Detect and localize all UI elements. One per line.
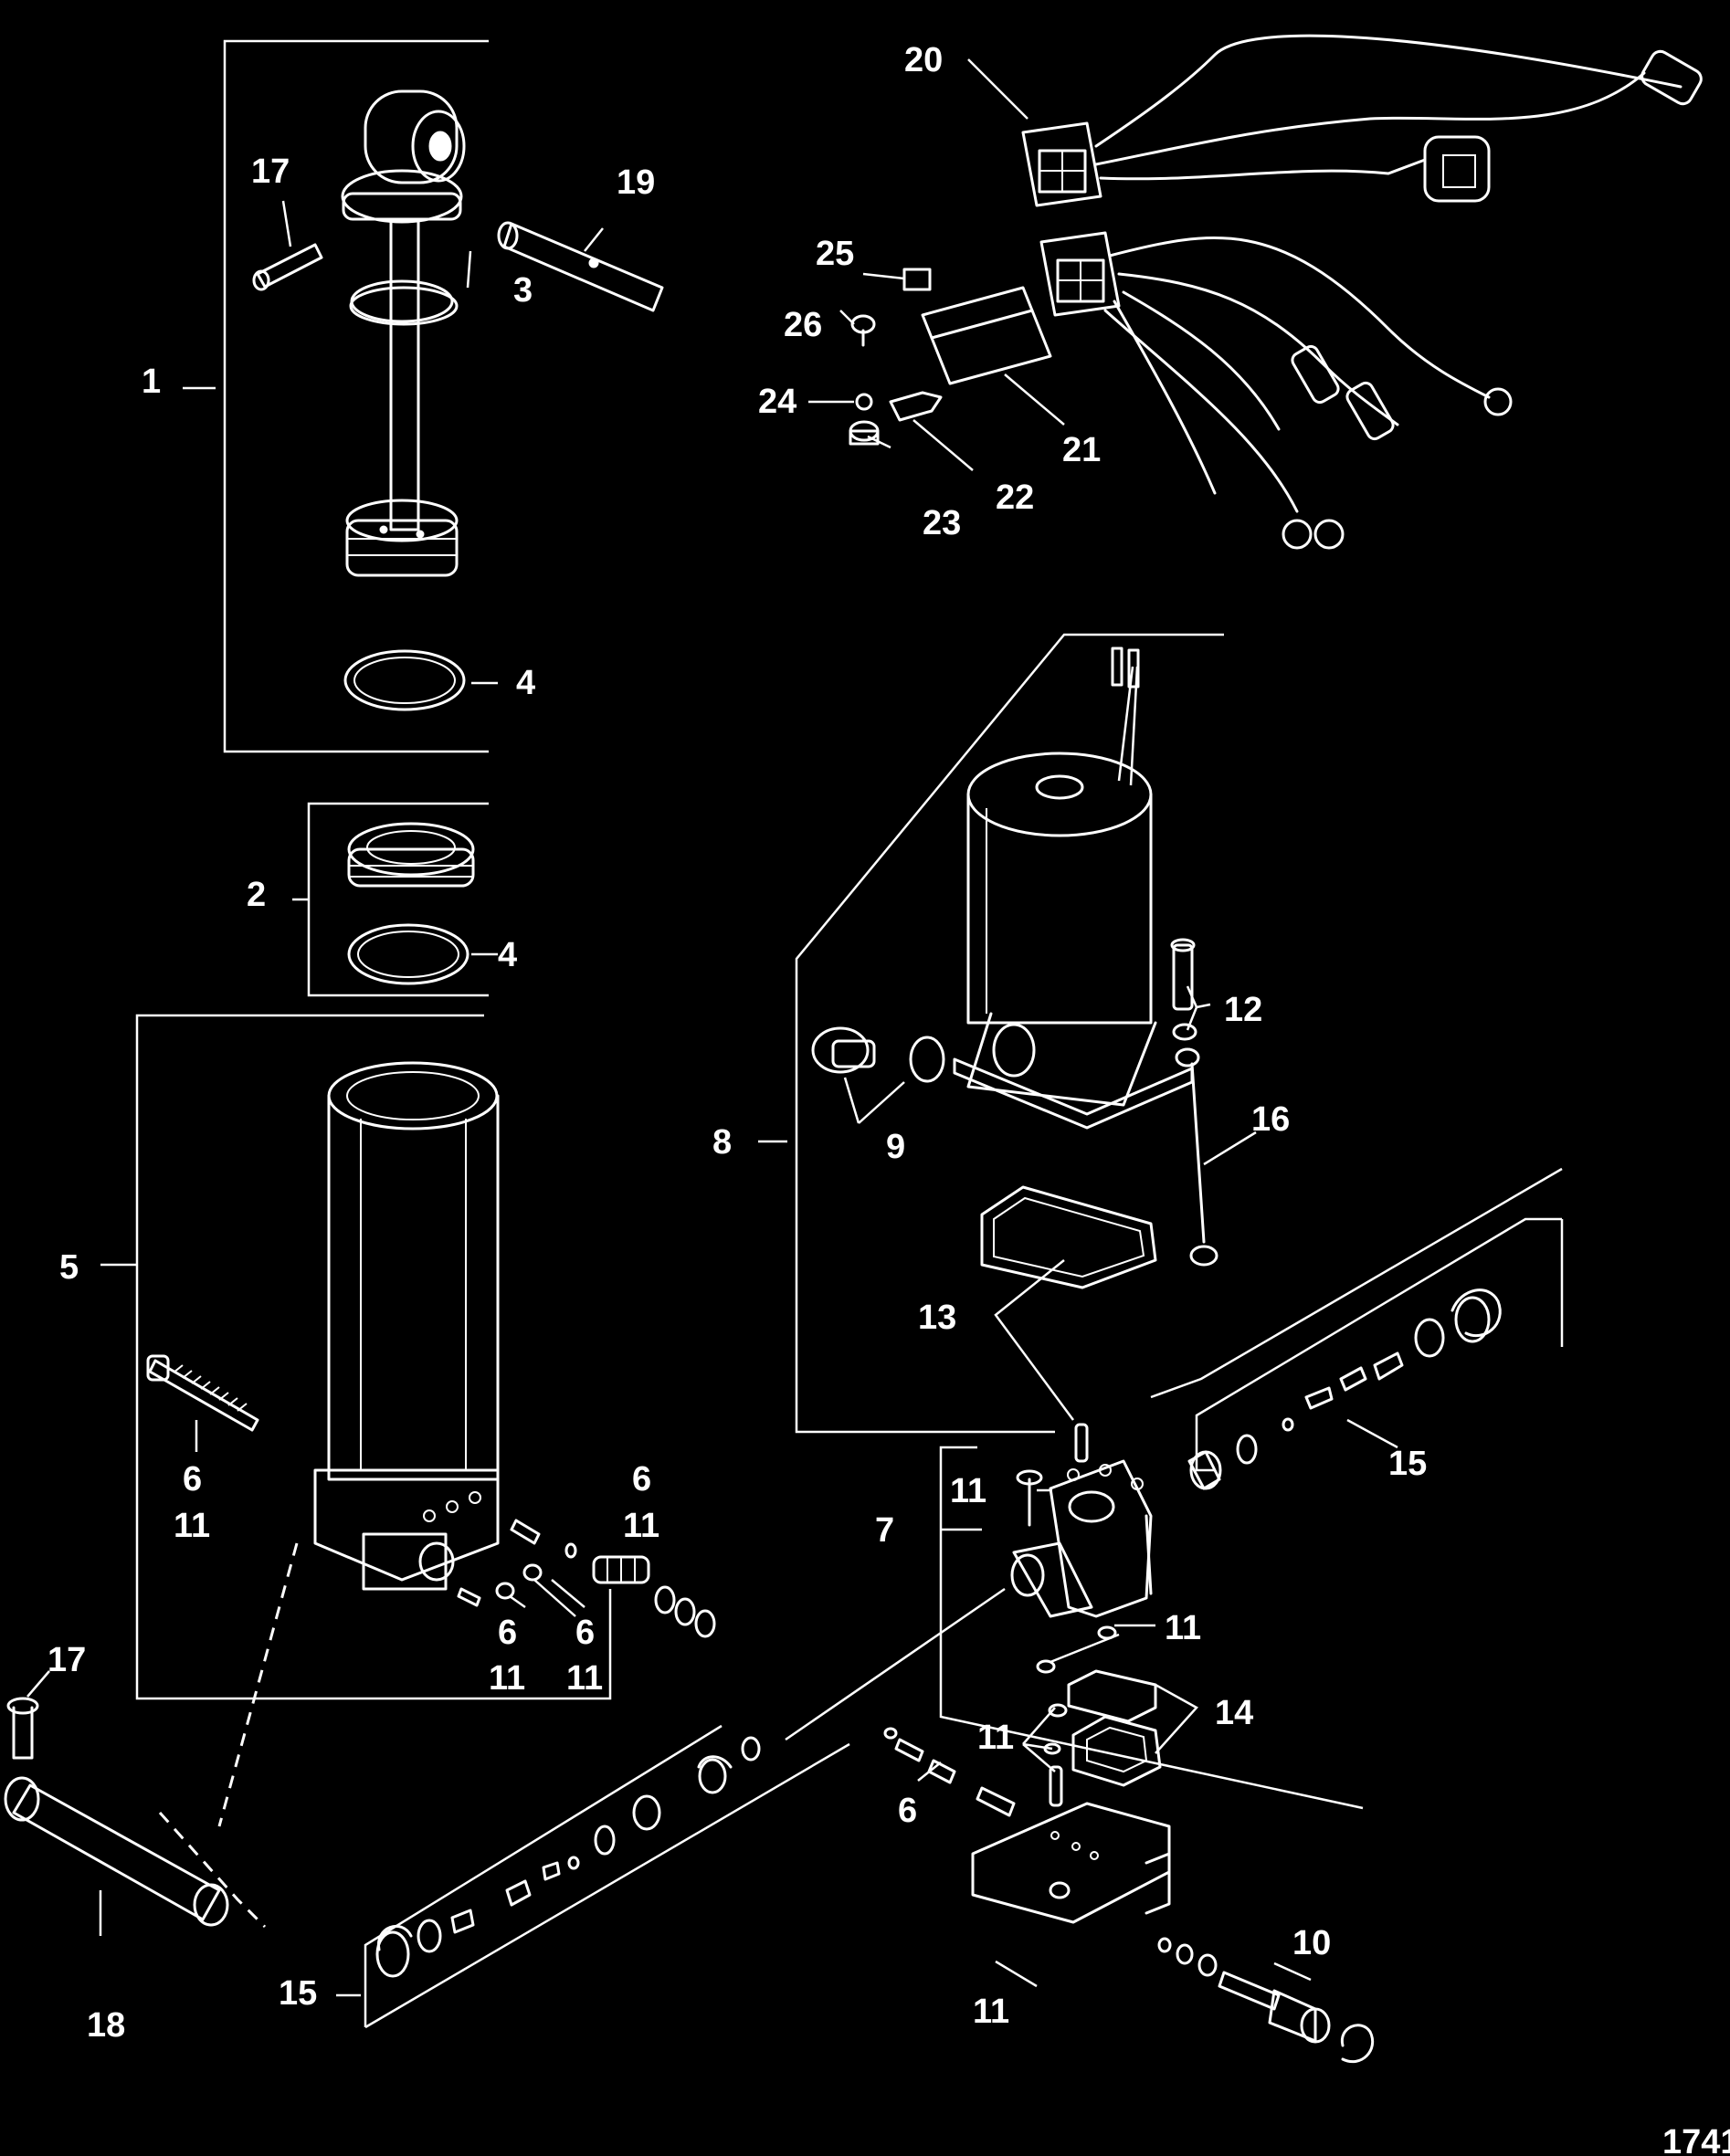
- valve-parts-6-pump: [883, 1727, 1016, 1817]
- o-rings-11: [1036, 1625, 1117, 1674]
- o-ring-3: [349, 286, 459, 326]
- callout-11-pump-small: 11: [977, 1719, 1014, 1757]
- callout-5: 5: [59, 1248, 79, 1287]
- valve-strip-15-left: [364, 1587, 1006, 2029]
- gasket-13: [980, 1185, 1157, 1289]
- screw-26: [850, 314, 876, 347]
- callout-11-bolt: 11: [174, 1507, 210, 1545]
- seals-14: [1067, 1669, 1162, 1787]
- callout-8: 8: [712, 1123, 732, 1162]
- callout-1: 1: [142, 363, 161, 401]
- callout-19: 19: [617, 163, 655, 202]
- callout-6-lower-b: 6: [575, 1614, 595, 1652]
- o-ring-4-upper: [343, 649, 466, 711]
- trim-rod-assembly: [341, 89, 466, 577]
- callout-11-lower-b: 11: [566, 1659, 603, 1698]
- callout-13: 13: [918, 1299, 956, 1337]
- callout-7: 7: [875, 1511, 894, 1550]
- sticker-25: [902, 268, 932, 291]
- pivot-pin-18: [4, 1776, 229, 1927]
- assembly-path-dashed: [217, 1542, 299, 1827]
- callout-6-valve: 6: [632, 1460, 651, 1499]
- callout-17-upper: 17: [251, 152, 290, 191]
- reservoir-plate: [971, 1802, 1171, 1924]
- callout-20: 20: [904, 41, 943, 79]
- o-ring-4-lower: [347, 923, 469, 985]
- pivot-pin-19: [497, 221, 664, 312]
- screw-11-pump: [1016, 1469, 1043, 1527]
- callout-2: 2: [247, 876, 266, 914]
- callout-21: 21: [1062, 431, 1101, 469]
- callout-labels: 1 2 3 4 4 5 6 11 6 11 6 11 6 11 6 7 8 9 …: [47, 41, 1730, 2156]
- callout-11-plate: 11: [973, 1993, 1009, 2031]
- lockwasher-24: [855, 393, 873, 411]
- callout-11-valve: 11: [623, 1507, 659, 1545]
- callout-14: 14: [1215, 1694, 1253, 1732]
- callout-15-left: 15: [279, 1974, 317, 2013]
- pump-motor-8: [953, 647, 1194, 1130]
- callout-23: 23: [923, 504, 961, 542]
- callout-10: 10: [1292, 1924, 1331, 1962]
- ground-strap-16: [1175, 1047, 1218, 1267]
- callout-16: 16: [1251, 1100, 1290, 1139]
- bolt-6-cylinder: [146, 1354, 259, 1432]
- relay-21: [921, 286, 1052, 385]
- callout-6-bolt: 6: [183, 1460, 202, 1499]
- callout-11-lower-a: 11: [489, 1659, 525, 1698]
- valve-parts-6-cylinder: [457, 1519, 716, 1638]
- callout-6-pump: 6: [898, 1792, 917, 1830]
- callout-11-pump-oring: 11: [1165, 1609, 1201, 1647]
- callout-24: 24: [758, 383, 796, 421]
- nut-23: [849, 420, 880, 446]
- screw-washer-12: [1170, 938, 1197, 1041]
- wire-harness-20: [1021, 34, 1703, 550]
- valve-assembly-10: [1157, 1937, 1375, 2064]
- memory-piston-2: [347, 822, 475, 888]
- callout-12: 12: [1224, 991, 1262, 1029]
- bracket-22: [889, 391, 943, 422]
- group-brackets: [100, 39, 1364, 1810]
- small-parts-11: [1043, 1703, 1068, 1807]
- callout-6-lower-a: 6: [498, 1614, 517, 1652]
- callout-17-lower: 17: [47, 1641, 86, 1679]
- cylinder-body-5: [313, 1061, 500, 1591]
- figure-number: 1741: [1662, 2123, 1730, 2156]
- callout-4-lower: 4: [498, 936, 517, 974]
- valve-strip-15-right: [1150, 1167, 1564, 1490]
- callout-18: 18: [87, 2006, 125, 2045]
- callout-11-pump-screw: 11: [950, 1472, 986, 1510]
- pin-17-upper: [252, 243, 323, 291]
- callout-22: 22: [996, 479, 1034, 517]
- callout-leaders: [26, 58, 1398, 1997]
- callout-3: 3: [513, 271, 533, 310]
- pump-body-7: [1010, 1459, 1153, 1618]
- callout-26: 26: [784, 306, 822, 344]
- assembly-path-dashed-2: [158, 1811, 267, 1929]
- callout-15-right: 15: [1388, 1445, 1427, 1483]
- callout-9: 9: [886, 1128, 905, 1166]
- callout-25: 25: [816, 235, 854, 273]
- pin-17-lower: [6, 1697, 39, 1760]
- plug-9: [811, 1026, 945, 1083]
- pin-13: [1074, 1423, 1089, 1463]
- callout-4-upper: 4: [516, 664, 535, 702]
